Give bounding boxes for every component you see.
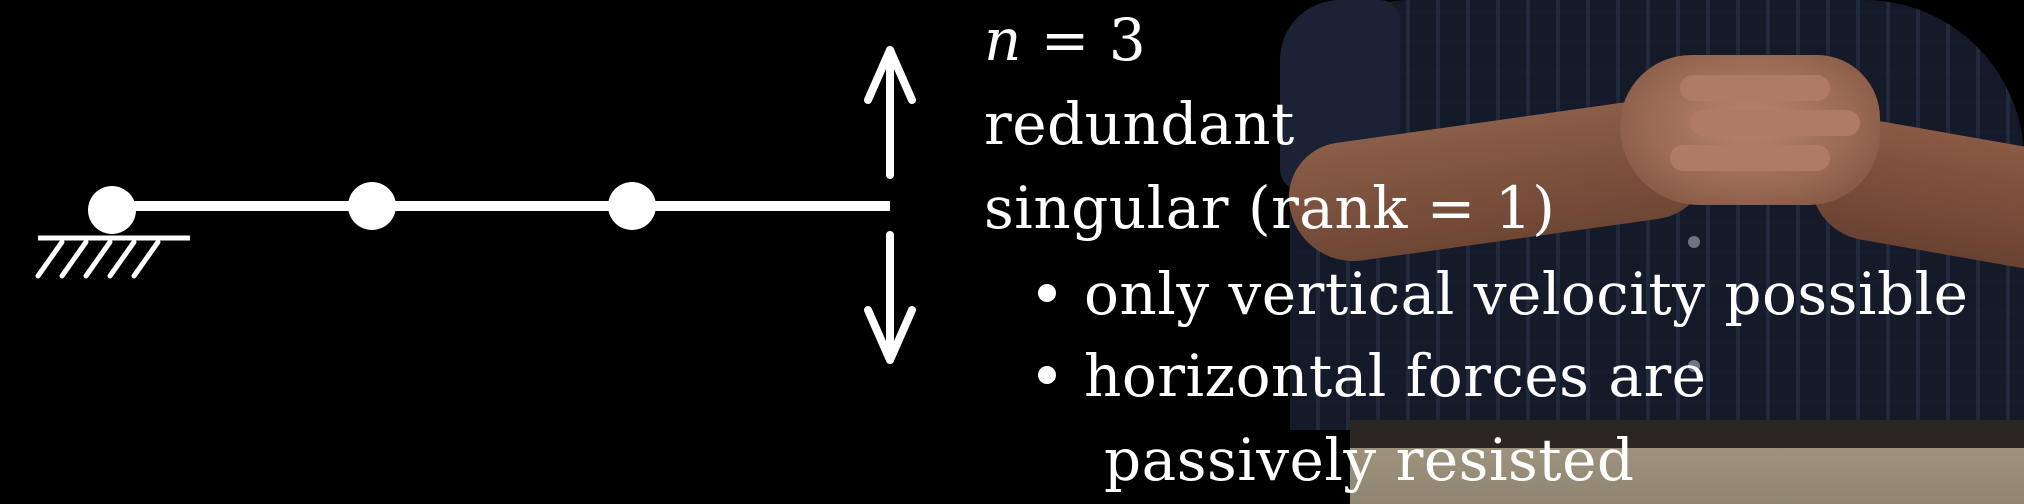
- joint-1: [348, 182, 396, 230]
- variable-n: n: [984, 6, 1022, 74]
- arrow-down-icon: [864, 231, 916, 364]
- singular-label: singular (rank = 1): [984, 174, 1556, 242]
- bullet-item-2-continued: passively resisted: [1104, 426, 1635, 494]
- dof-line: n = 3: [984, 8, 1146, 72]
- joint-ground: [88, 186, 136, 234]
- bullet-dot-icon: [1038, 365, 1056, 384]
- redundant-label: redundant: [984, 90, 1295, 158]
- dof-value: = 3: [1021, 6, 1147, 74]
- bullet-item-1: only vertical velocity possible: [1038, 262, 1968, 326]
- lecture-text: n = 3 redundant singular (rank = 1) only…: [980, 0, 2020, 504]
- bullet-text-2: horizontal forces are: [1084, 342, 1707, 410]
- joint-2: [608, 182, 656, 230]
- bullet-dot-icon: [1038, 283, 1056, 302]
- bullet-text-1: only vertical velocity possible: [1084, 260, 1969, 328]
- arrow-up-icon: [864, 46, 916, 179]
- ground-hatching: [35, 239, 161, 279]
- bullet-item-2: horizontal forces are: [1038, 344, 1707, 408]
